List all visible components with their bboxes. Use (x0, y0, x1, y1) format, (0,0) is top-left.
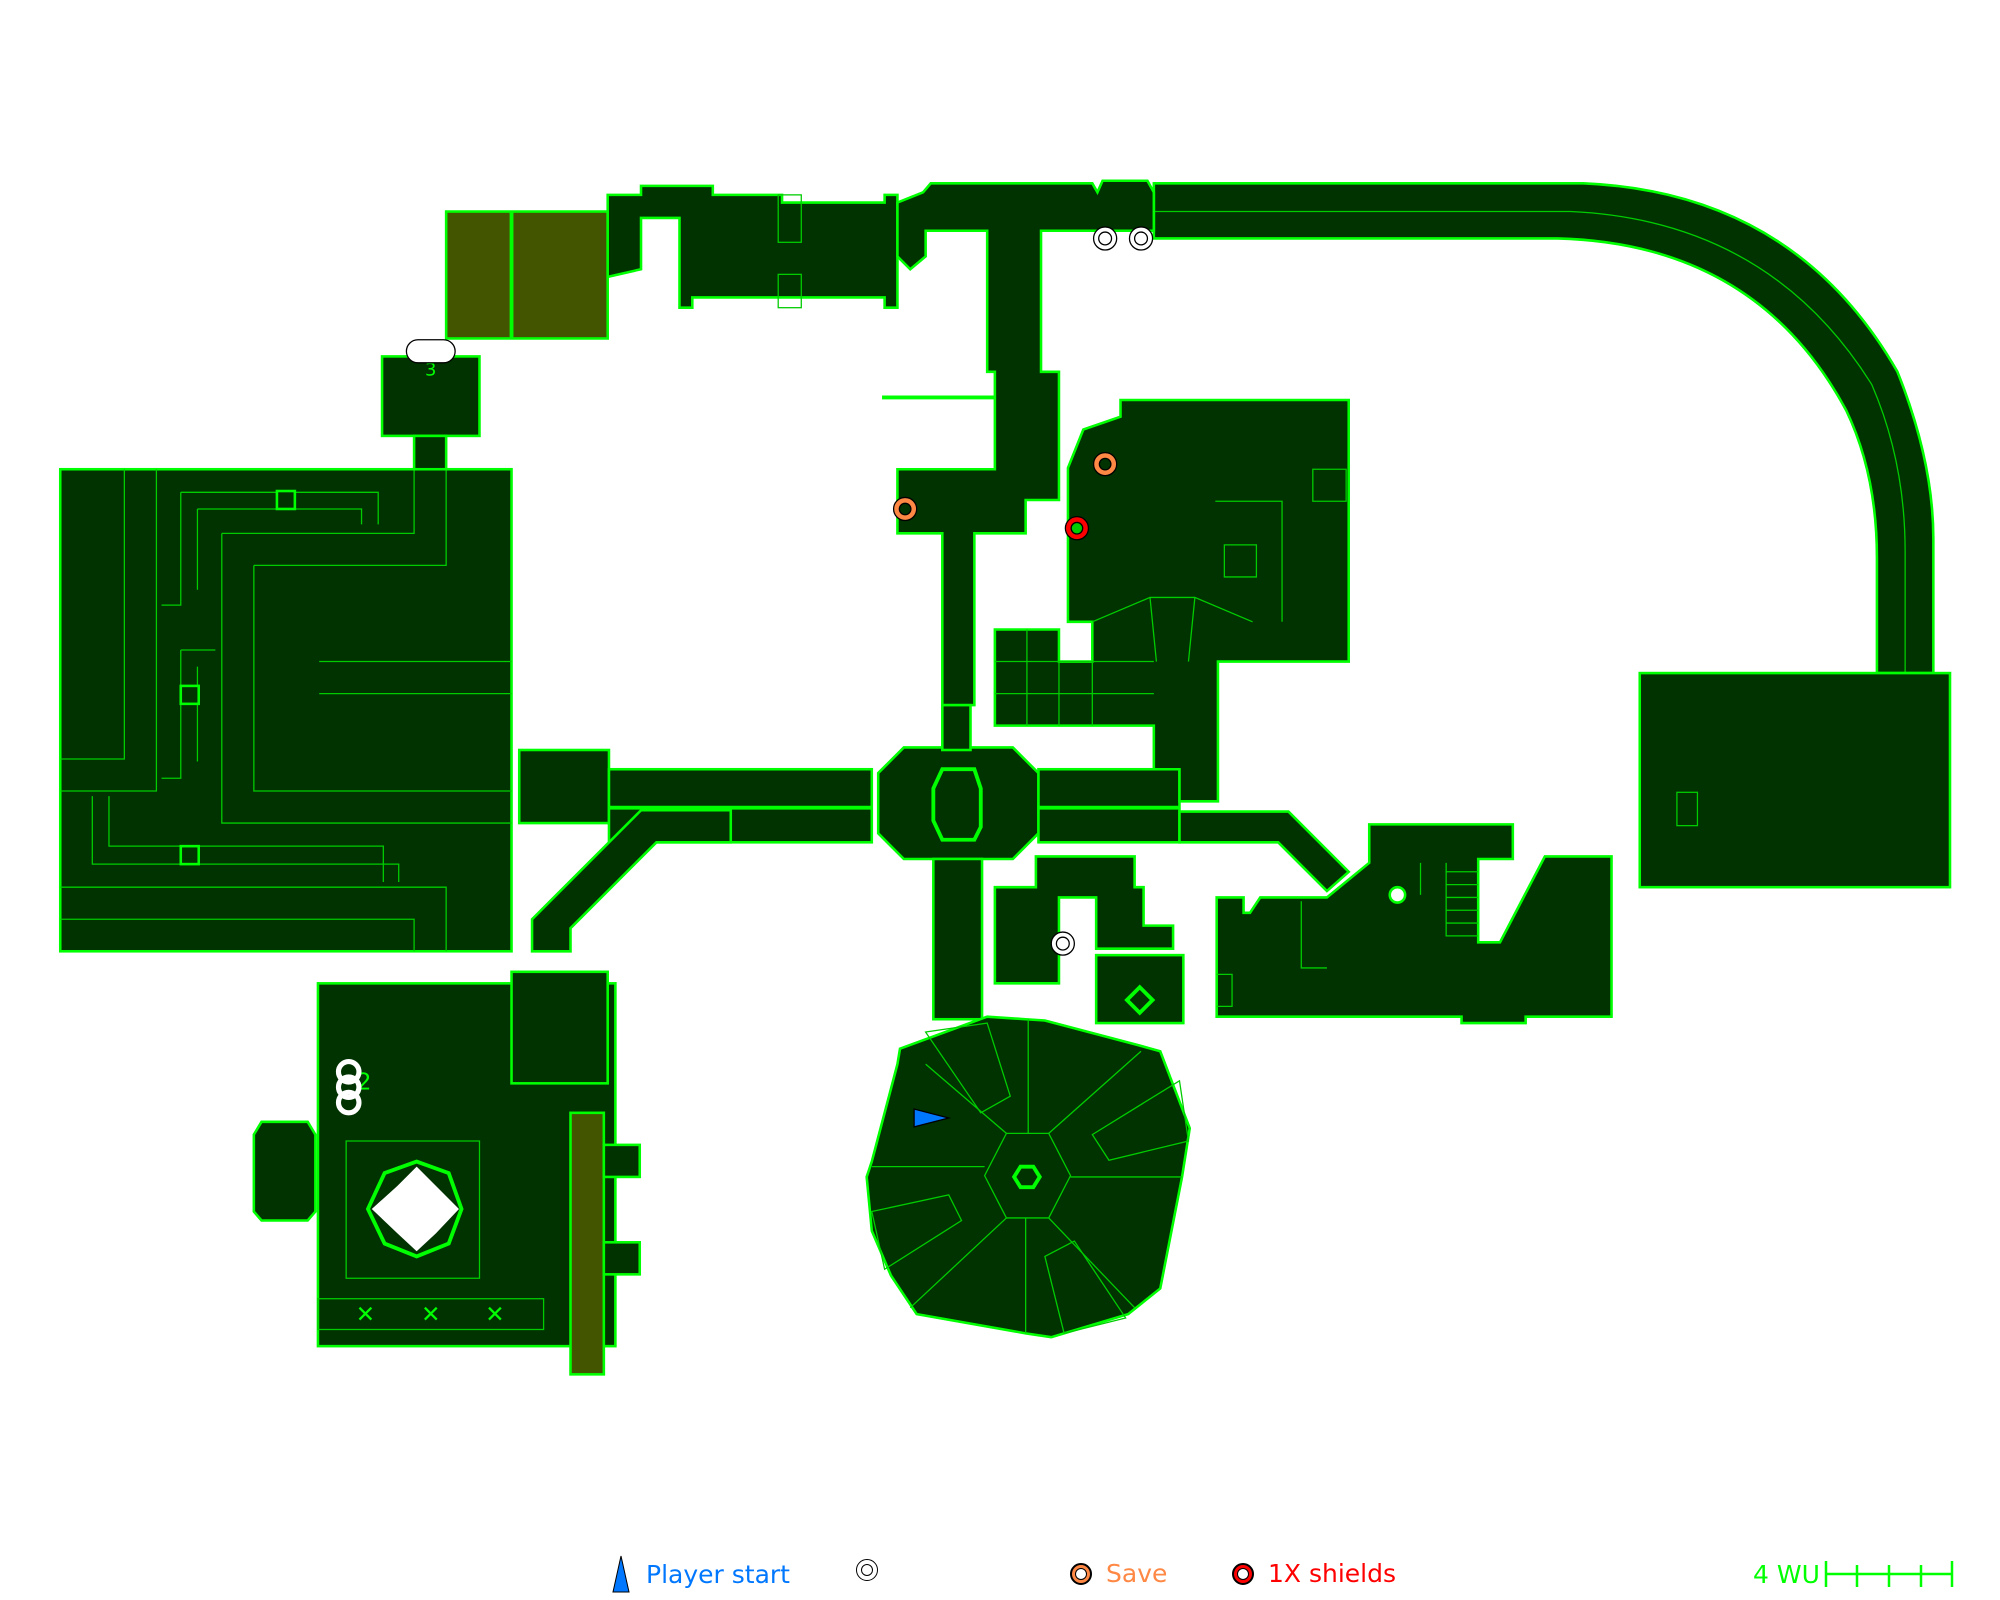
raised-room (444, 210, 609, 340)
svg-text:✕: ✕ (356, 1302, 375, 1328)
room-3 (380, 355, 481, 438)
west-hall (58, 467, 513, 953)
east-room (1638, 671, 1952, 889)
legend-player-start: Player start (610, 1554, 790, 1594)
rotunda (865, 1015, 1192, 1339)
svg-text:✕: ✕ (421, 1302, 440, 1328)
marker-save (892, 451, 1118, 522)
north-corridor (896, 179, 1156, 707)
player-start-marker (913, 1108, 952, 1128)
marker-generic (335, 226, 1154, 1116)
diagonal-corridor (530, 808, 733, 953)
west-corridor (517, 748, 611, 825)
legend: Player start Save 1X shields 4 WU (0, 1550, 2000, 1600)
shield-icon (1232, 1562, 1254, 1585)
legend-save: Save (1070, 1559, 1167, 1588)
legend-shields: 1X shields (1232, 1559, 1396, 1588)
ring-icon (856, 1559, 878, 1581)
central-hub (876, 746, 1040, 861)
marker-shields (1064, 516, 1090, 541)
scale-ruler-icon (1824, 1561, 1954, 1587)
legend-marker (856, 1559, 878, 1581)
scale-bar: 4 WU (1753, 1559, 1954, 1589)
southeast-complex (1215, 823, 1613, 1025)
player-start-icon (612, 1555, 630, 1593)
save-icon (1070, 1562, 1092, 1585)
room-3-label: 3 (425, 360, 436, 381)
svg-text:✕: ✕ (485, 1302, 504, 1328)
